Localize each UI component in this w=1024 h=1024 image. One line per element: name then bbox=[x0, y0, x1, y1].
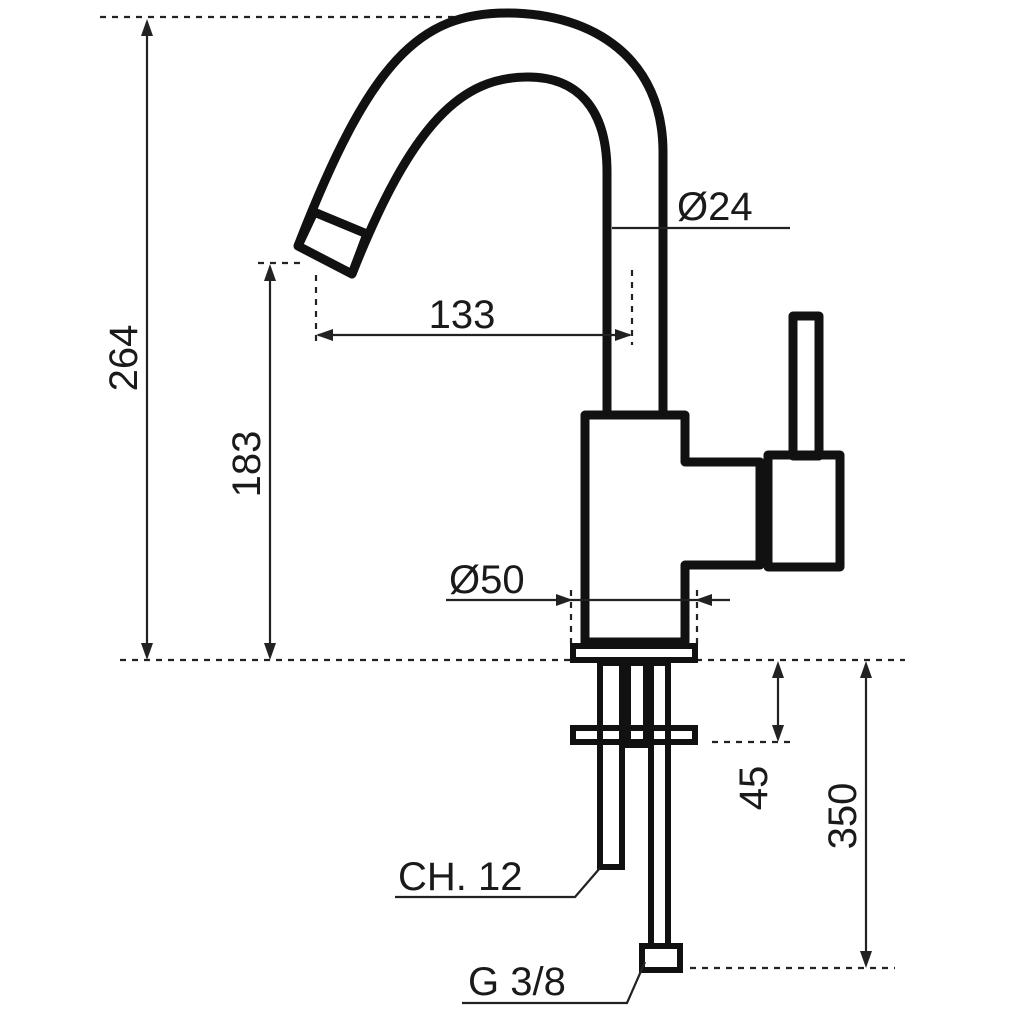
arrow-deck-top bbox=[772, 661, 784, 678]
arrow-total-height-bottom bbox=[141, 643, 153, 660]
hose-connector bbox=[639, 943, 683, 973]
aerator bbox=[293, 207, 372, 279]
arrow-total-height-top bbox=[141, 19, 153, 36]
leader-connection-thread bbox=[462, 961, 647, 1005]
arrow-spout-height-top bbox=[264, 264, 276, 281]
faucet-body bbox=[580, 410, 765, 647]
fixing-washer bbox=[570, 725, 698, 745]
extension-lines bbox=[100, 15, 905, 970]
arrow-body-right bbox=[695, 594, 712, 606]
base-ring bbox=[570, 643, 698, 663]
leader-nut-size bbox=[395, 867, 601, 899]
arrow-hose-bottom bbox=[860, 951, 872, 968]
lever-handle bbox=[788, 311, 824, 461]
label-total-height: 264 bbox=[102, 325, 146, 392]
spout-inner-curve bbox=[347, 72, 612, 412]
hose-right bbox=[648, 660, 671, 949]
arrow-hose-top bbox=[860, 661, 872, 678]
threaded-rod bbox=[597, 660, 625, 870]
hose-left bbox=[625, 660, 649, 748]
label-spout-height: 183 bbox=[225, 431, 269, 498]
label-spout-diameter: Ø24 bbox=[677, 185, 753, 229]
faucet-outline bbox=[293, 8, 845, 973]
dimension-labels: 264 183 133 Ø24 Ø50 45 350 CH. 12 G 3/8 bbox=[102, 185, 865, 1004]
lever-cartridge bbox=[763, 450, 845, 572]
spout-outer-curve bbox=[293, 8, 668, 412]
label-hose-length: 350 bbox=[821, 783, 865, 850]
label-body-diameter: Ø50 bbox=[449, 558, 525, 602]
arrow-spout-height-bottom bbox=[264, 643, 276, 660]
arrow-reach-left bbox=[316, 329, 333, 341]
label-deck-thickness: 45 bbox=[732, 766, 776, 811]
arrow-reach-right bbox=[615, 329, 632, 341]
arrow-body-left bbox=[556, 594, 573, 606]
dimension-lines bbox=[141, 19, 872, 1005]
label-spout-reach: 133 bbox=[429, 293, 496, 337]
label-nut-size: CH. 12 bbox=[398, 855, 523, 899]
arrow-deck-bottom bbox=[772, 725, 784, 742]
label-connection-thread: G 3/8 bbox=[468, 960, 566, 1004]
